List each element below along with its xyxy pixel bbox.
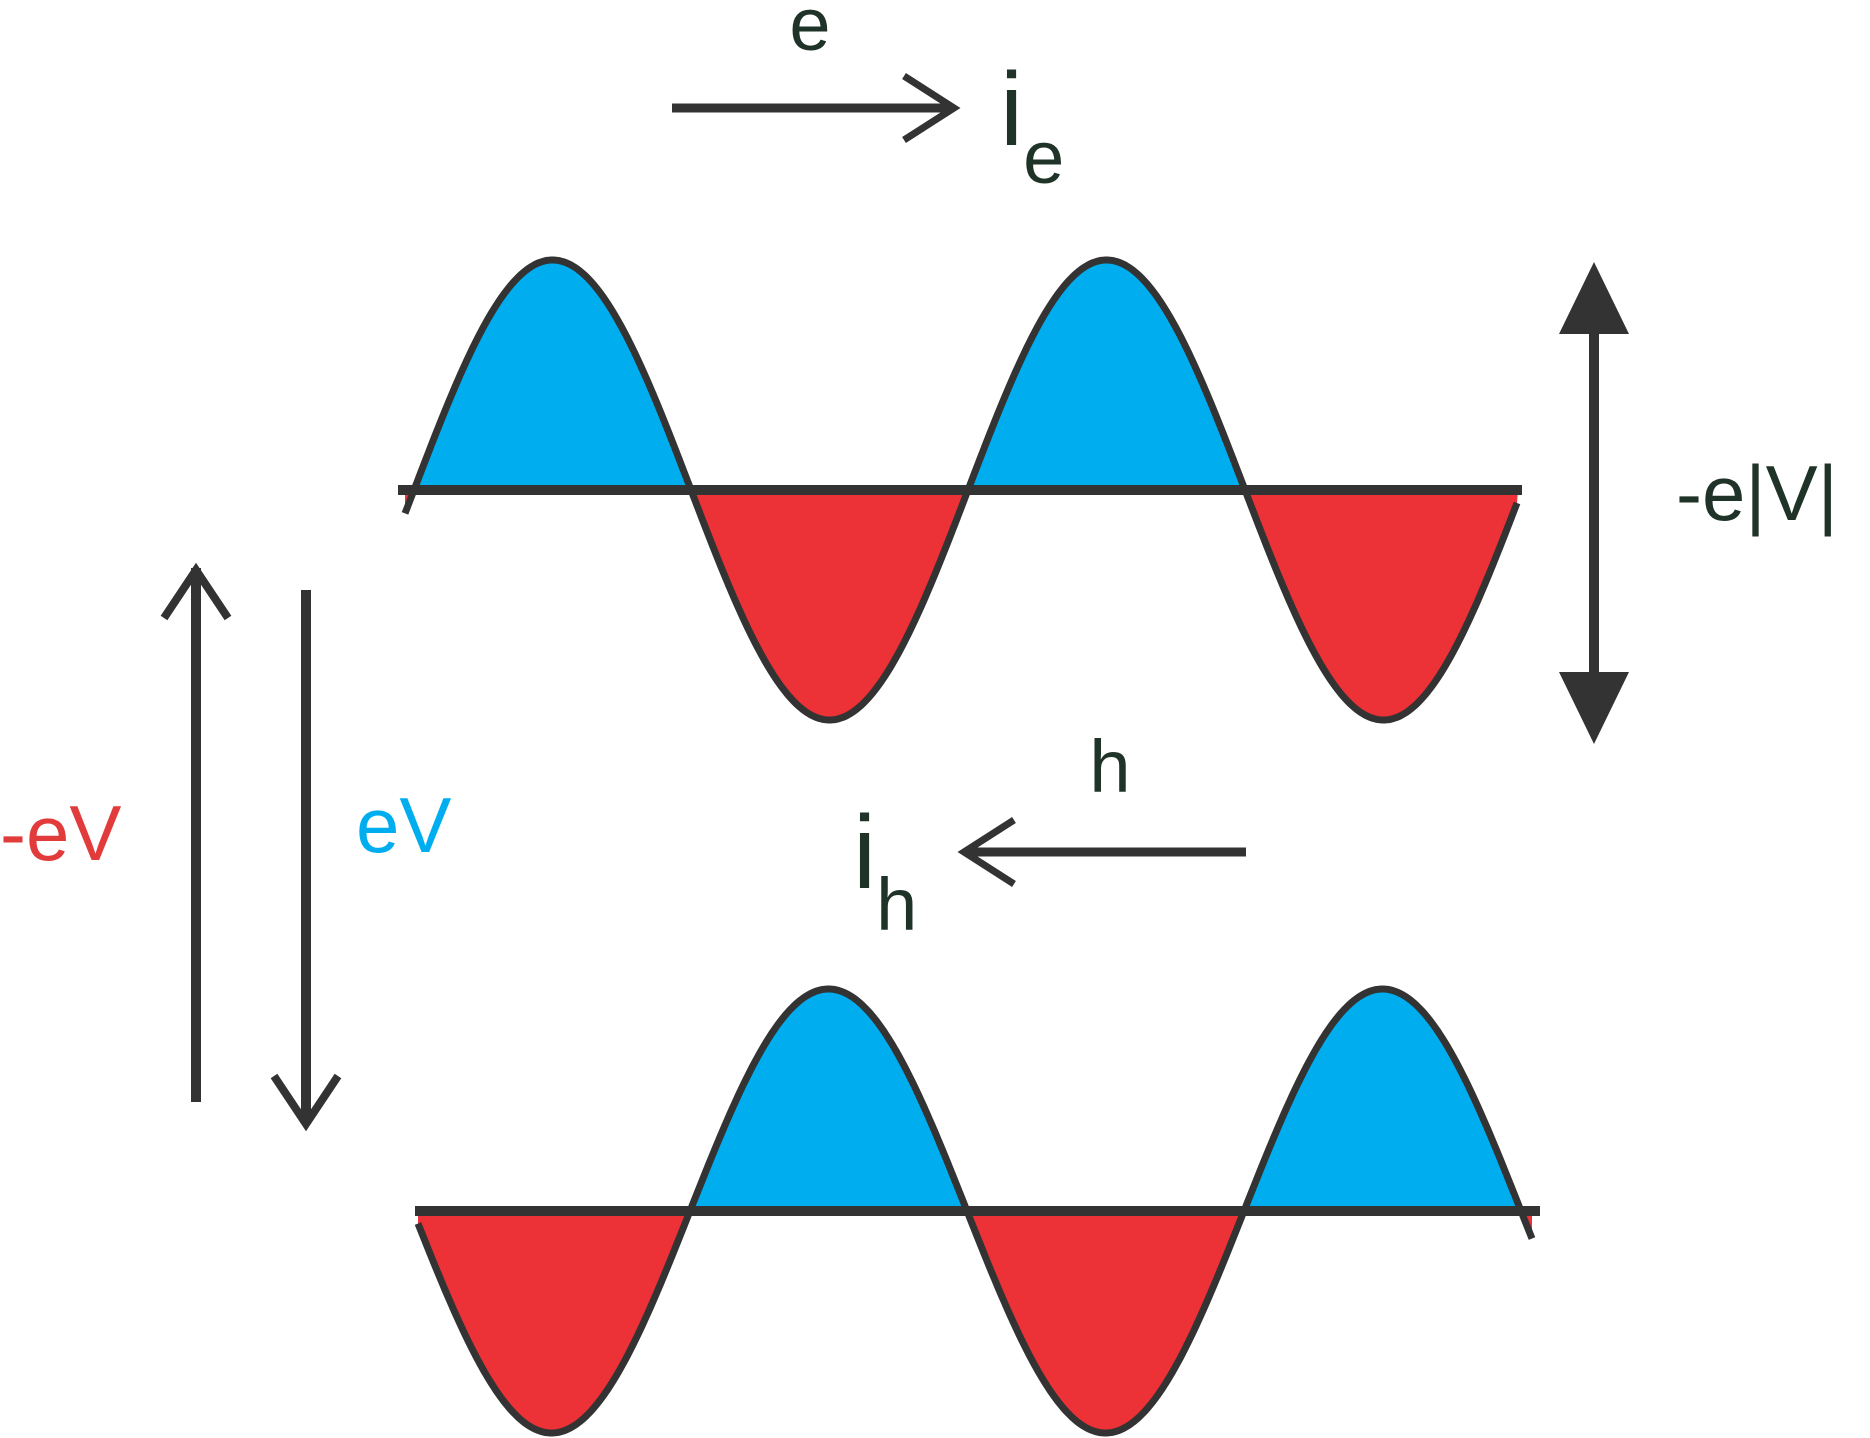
hole-label: h	[1089, 725, 1130, 808]
hole-current-sub: h	[876, 863, 917, 946]
energy-gap-label: -e|V|	[1676, 449, 1838, 537]
down-arrow	[270, 590, 342, 1132]
up-arrow	[160, 562, 232, 1102]
bottom-band	[414, 985, 1540, 1437]
electron-current-sub: e	[1023, 116, 1064, 199]
gap-double-arrow	[1559, 262, 1629, 744]
top-band	[398, 256, 1522, 724]
ev-label: eV	[356, 781, 451, 869]
electron-current-arrow	[672, 73, 961, 143]
top-band-hole-lobes	[405, 490, 1518, 720]
hole-current-label: ih	[853, 795, 917, 946]
hole-current-main: i	[853, 795, 876, 911]
electron-label: e	[789, 0, 830, 66]
top-band-wave-curve	[401, 256, 1521, 724]
hole-current-arrow	[957, 817, 1246, 887]
electron-current-main: i	[1000, 52, 1023, 168]
neg-ev-label: -eV	[0, 789, 121, 877]
bottom-band-wave-curve	[414, 985, 1536, 1437]
electron-current-label: ie	[1000, 52, 1064, 199]
